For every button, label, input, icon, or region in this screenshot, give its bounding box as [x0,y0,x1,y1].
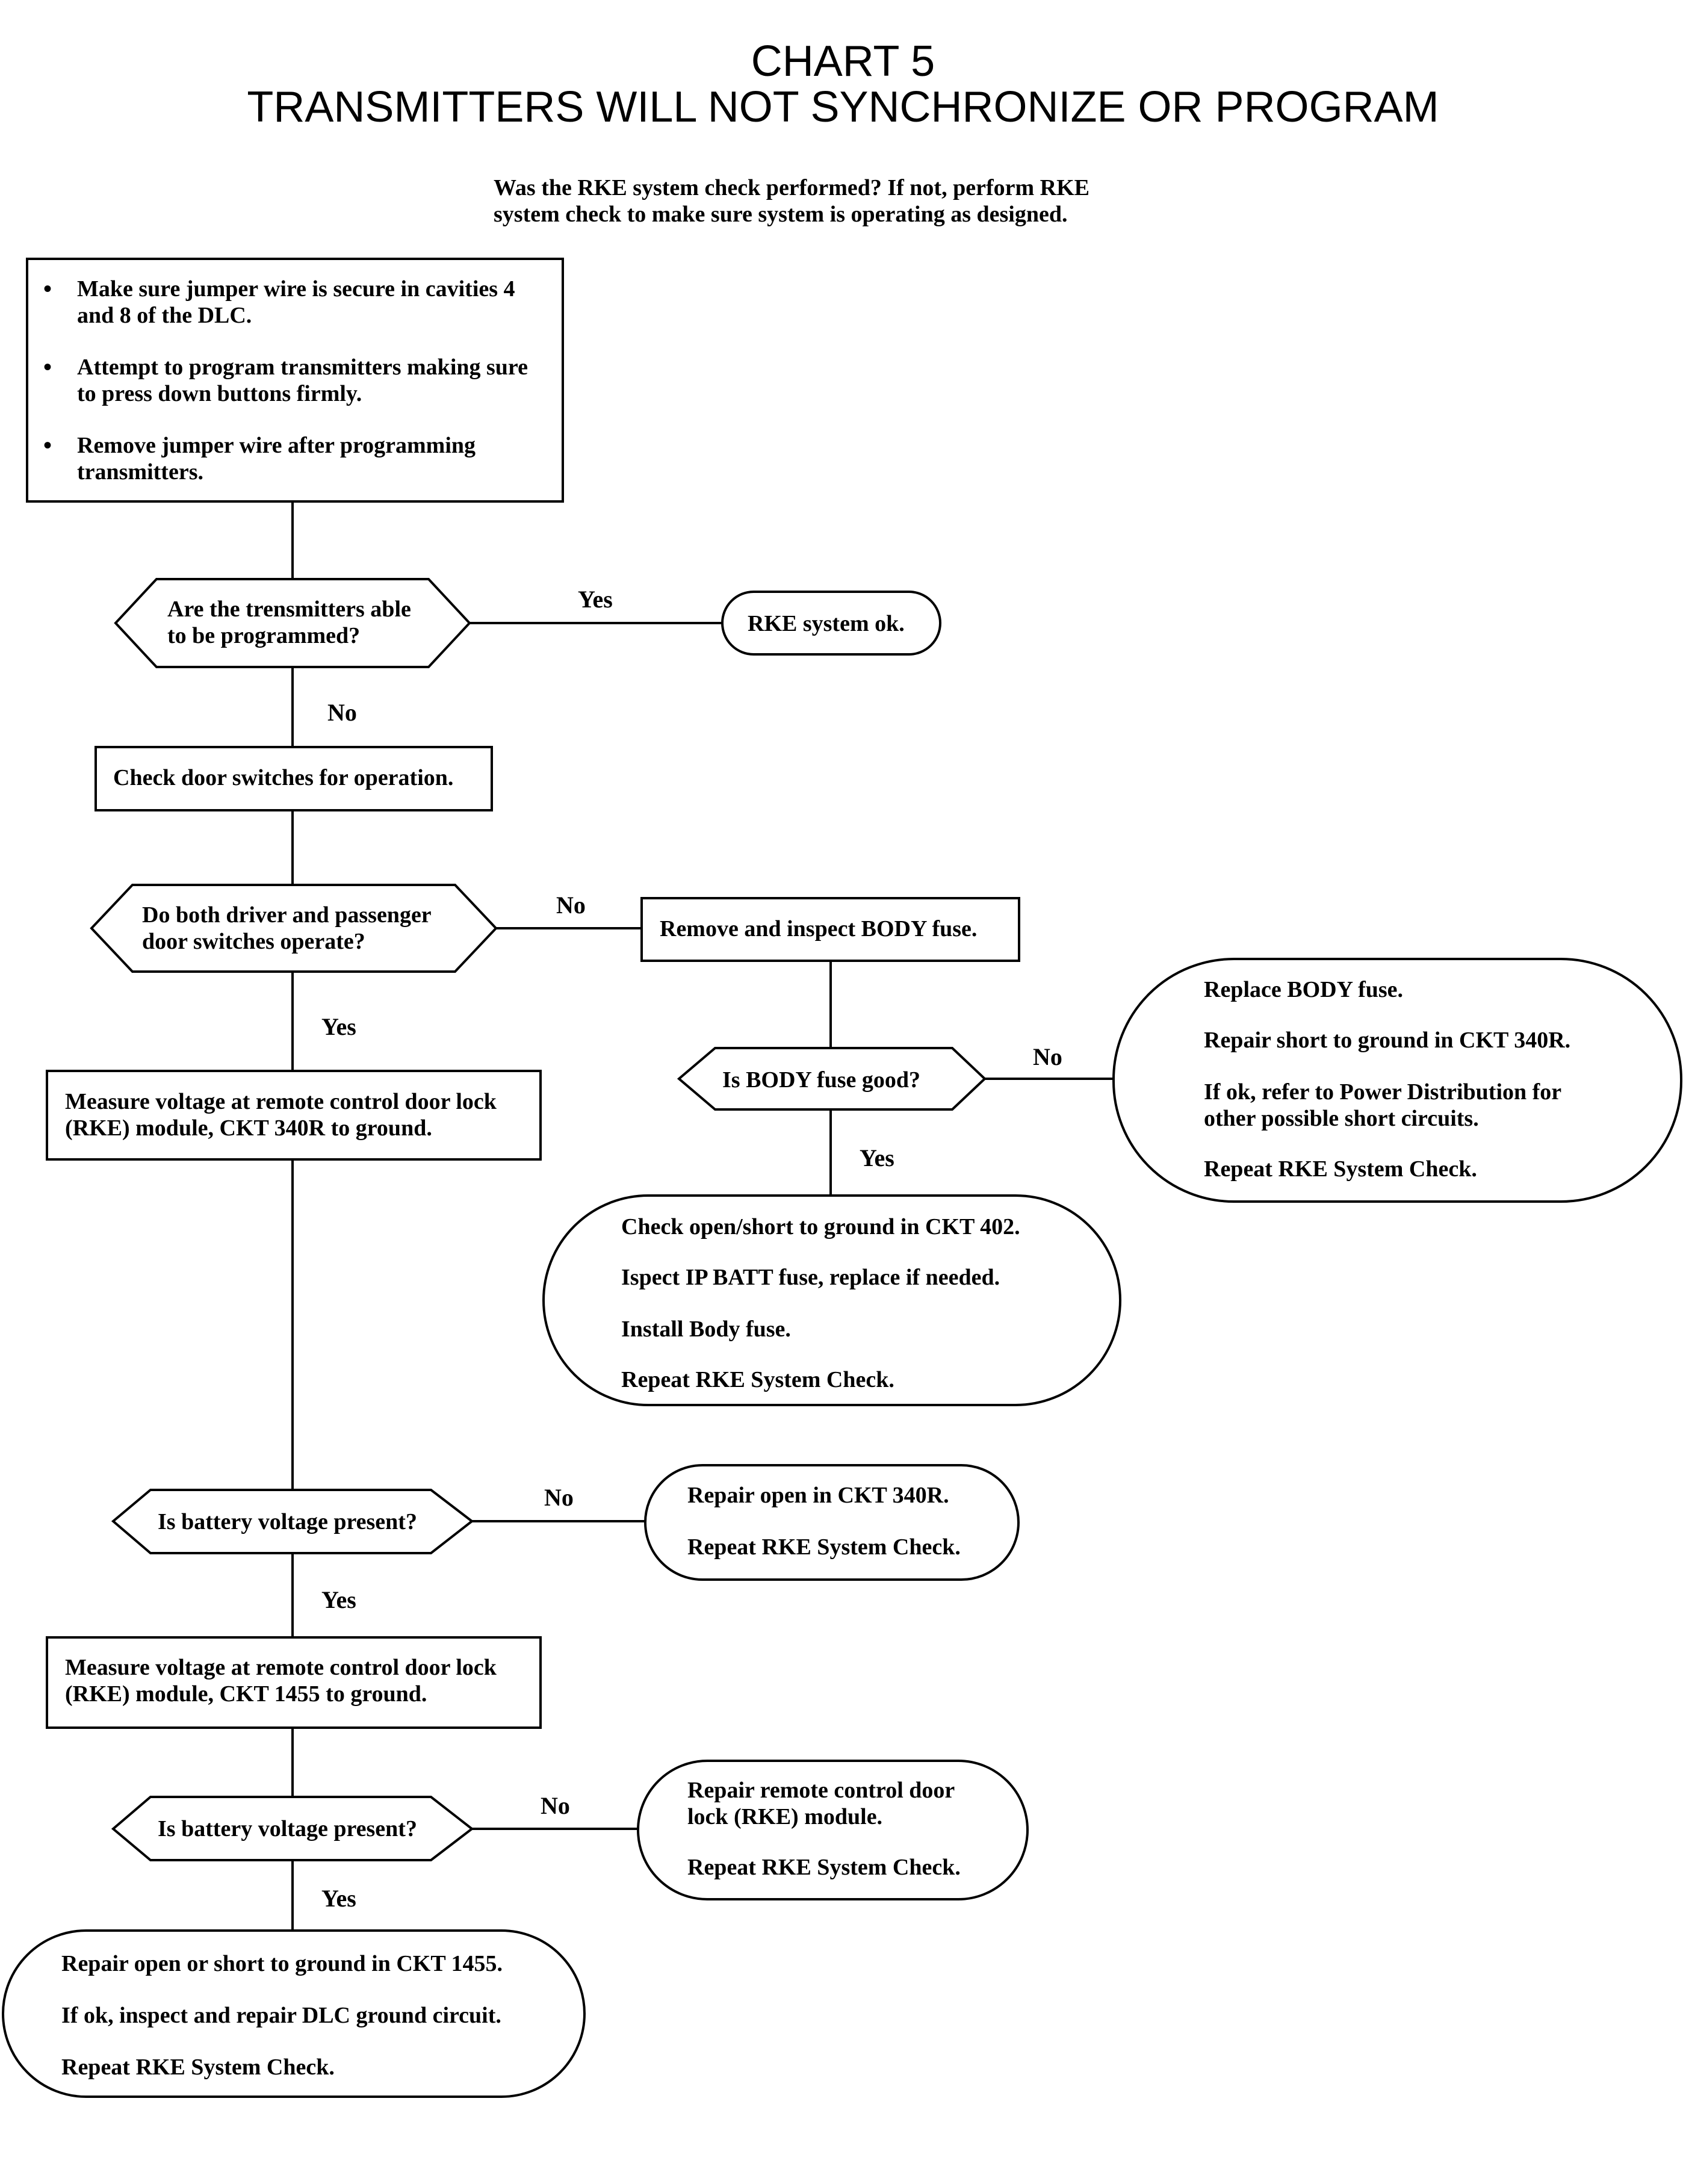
replace-fuse-line5: Repeat RKE System Check. [1204,1156,1477,1182]
decision4-text: Is battery voltage present? [158,1816,417,1841]
no-label: No [1033,1043,1062,1070]
replace-fuse-line4: other possible short circuits. [1204,1106,1479,1131]
decision-transmitters-programmed-shape [114,578,471,668]
decision-battery-voltage-340r-shape [111,1489,474,1554]
intro-text-line-2: system check to make sure system is oper… [494,202,1068,227]
final-line1: Repair open or short to ground in CKT 14… [61,1951,503,1976]
decision-door-switches-shape [90,884,498,973]
final-line3: Repeat RKE System Check. [61,2055,335,2080]
final-repair-ckt-1455-terminal [2,1929,586,2098]
measure1-line2: (RKE) module, CKT 340R to ground. [65,1115,432,1141]
bullet-icon: • [43,353,52,380]
step1-bullet3-line1: Remove jumper wire after programming [77,433,476,458]
repair-module-line2: lock (RKE) module. [687,1804,883,1829]
check-open-line3: Install Body fuse. [621,1317,791,1342]
remove-body-fuse-box [640,897,1020,962]
measure-ckt-340r-box [46,1070,542,1161]
chart-subtitle: TRANSMITTERS WILL NOT SYNCHRONIZE OR PRO… [247,83,1439,131]
yes-label: Yes [321,1013,356,1040]
decision2-line1: Do both driver and passenger [142,902,432,928]
yes-label: Yes [321,1885,356,1912]
yes-label: Yes [578,586,613,613]
decision3-text: Is battery voltage present? [158,1509,417,1534]
measure2-line1: Measure voltage at remote control door l… [65,1655,497,1680]
repair-rke-module-terminal [637,1760,1029,1900]
rke-system-ok-terminal [721,591,941,656]
decision2-line2: door switches operate? [142,929,365,954]
decision-battery-voltage-1455-shape [111,1796,474,1861]
decision-body-fuse-text: Is BODY fuse good? [722,1067,921,1093]
measure-ckt-1455-box [46,1636,542,1729]
measure2-line2: (RKE) module, CKT 1455 to ground. [65,1681,427,1707]
repair-340r-line1: Repair open in CKT 340R. [687,1483,949,1508]
check-open-line4: Repeat RKE System Check. [621,1367,894,1392]
decision-body-fuse-shape [677,1047,987,1111]
decision1-line1: Are the trensmitters able [167,597,411,622]
intro-text-line-1: Was the RKE system check performed? If n… [494,175,1089,200]
yes-label: Yes [321,1586,356,1613]
replace-fuse-line3: If ok, refer to Power Distribution for [1204,1079,1562,1105]
replace-fuse-line2: Repair short to ground in CKT 340R. [1204,1028,1571,1053]
no-label: No [544,1484,574,1511]
step1-bullet2-line2: to press down buttons firmly. [77,381,362,406]
bullet-icon: • [43,432,52,459]
repair-module-line3: Repeat RKE System Check. [687,1855,961,1880]
repair-open-ckt-340r-terminal [644,1464,1020,1581]
bullet-icon: • [43,275,52,302]
check-open-short-ckt-402-terminal [542,1194,1121,1406]
yes-label: Yes [860,1144,894,1171]
no-label: No [541,1792,570,1819]
step1-bullet1-line1: Make sure jumper wire is secure in cavit… [77,276,515,302]
remove-body-fuse-text: Remove and inspect BODY fuse. [660,916,978,942]
rke-system-ok-text: RKE system ok. [748,611,905,636]
chart-title: CHART 5 [751,37,935,85]
step1-bullet2-line1: Attempt to program transmitters making s… [77,355,528,380]
step1-bullet3-line2: transmitters. [77,459,203,485]
check-door-switches-box [95,746,493,811]
no-label: No [327,699,357,726]
decision1-line2: to be programmed? [167,623,361,648]
jumper-wire-step-box [26,258,564,503]
step1-bullet1-line2: and 8 of the DLC. [77,303,252,328]
measure1-line1: Measure voltage at remote control door l… [65,1089,497,1114]
replace-fuse-line1: Replace BODY fuse. [1204,977,1404,1002]
check-open-line2: Ispect IP BATT fuse, replace if needed. [621,1265,1000,1290]
repair-module-line1: Repair remote control door [687,1778,955,1803]
replace-body-fuse-terminal [1112,958,1682,1203]
check-open-line1: Check open/short to ground in CKT 402. [621,1214,1020,1239]
no-label: No [556,892,586,919]
repair-340r-line2: Repeat RKE System Check. [687,1534,961,1560]
check-door-switches-text: Check door switches for operation. [113,765,454,790]
final-line2: If ok, inspect and repair DLC ground cir… [61,2003,501,2028]
